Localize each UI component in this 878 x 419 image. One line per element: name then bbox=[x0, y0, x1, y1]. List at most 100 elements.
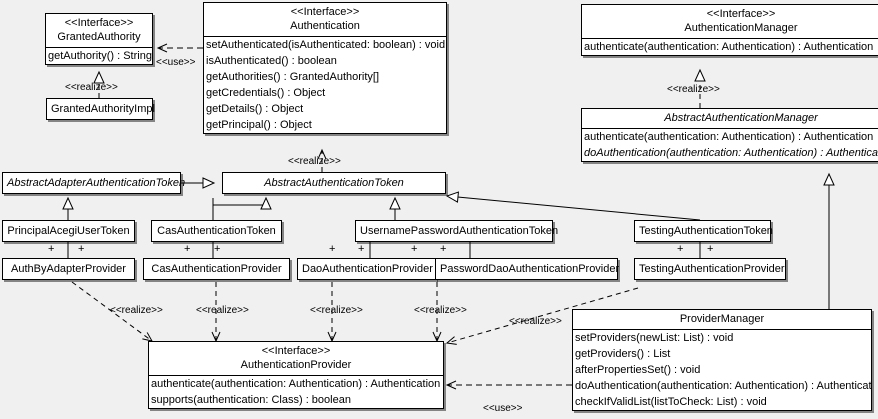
member-list: setAuthenticated(isAuthenticated: boolea… bbox=[204, 36, 446, 133]
member-item: setAuthenticated(isAuthenticated: boolea… bbox=[206, 39, 446, 51]
class-header: ProviderManager bbox=[573, 310, 871, 329]
multiplicity-plus: + bbox=[411, 243, 418, 255]
class-header: <<Interface>> AuthenticationManager bbox=[582, 5, 878, 38]
class-header: <<Interface>> GrantedAuthority bbox=[46, 14, 152, 47]
multiplicity-plus: + bbox=[214, 243, 221, 255]
class-dao-authentication-provider[interactable]: DaoAuthenticationProvider bbox=[297, 258, 436, 280]
member-item: getPrincipal() : Object bbox=[206, 119, 312, 131]
multiplicity-plus: + bbox=[440, 243, 447, 255]
class-header: AuthByAdapterProvider bbox=[3, 259, 134, 279]
class-name: AbstractAuthenticationManager bbox=[664, 112, 818, 124]
edge-label-realize-password-dao-provider: <<realize>> bbox=[414, 305, 467, 316]
class-header: <<Interface>> Authentication bbox=[204, 3, 446, 36]
class-name: TestingAuthenticationProvider bbox=[639, 263, 785, 275]
class-name: AbstractAdapterAuthenticationToken bbox=[7, 177, 186, 189]
class-header: CasAuthenticationProvider bbox=[144, 259, 289, 279]
class-username-password-authentication-token[interactable]: UsernamePasswordAuthenticationToken bbox=[355, 220, 559, 242]
class-abstract-adapter-authentication-token[interactable]: AbstractAdapterAuthenticationToken bbox=[2, 172, 186, 194]
class-header: TestingAuthenticationToken bbox=[635, 221, 773, 241]
member-item: setProviders(newList: List) : void bbox=[575, 332, 734, 344]
class-name: AuthByAdapterProvider bbox=[11, 263, 126, 275]
multiplicity-plus: + bbox=[184, 243, 191, 255]
class-header: UsernamePasswordAuthenticationToken bbox=[356, 221, 559, 241]
edge-label-realize-cas-provider: <<realize>> bbox=[196, 305, 249, 316]
class-testing-authentication-token[interactable]: TestingAuthenticationToken bbox=[634, 220, 773, 242]
multiplicity-plus: + bbox=[358, 243, 365, 255]
stereotype-label: <<Interface>> bbox=[261, 345, 331, 357]
stereotype-label: <<Interface>> bbox=[64, 17, 134, 29]
class-cas-authentication-token[interactable]: CasAuthenticationToken bbox=[151, 220, 282, 242]
class-name: TestingAuthenticationToken bbox=[639, 225, 773, 237]
class-authentication-provider[interactable]: <<Interface>> AuthenticationProvider aut… bbox=[148, 341, 444, 409]
class-granted-authority[interactable]: <<Interface>> GrantedAuthority getAuthor… bbox=[45, 13, 153, 65]
member-list: authenticate(authentication: Authenticat… bbox=[149, 375, 443, 408]
class-header: <<Interface>> AuthenticationProvider bbox=[149, 342, 443, 375]
edge-label-realize-auth-token: <<realize>> bbox=[288, 156, 341, 167]
class-granted-authority-impl[interactable]: GrantedAuthorityImpl bbox=[46, 98, 155, 120]
multiplicity-plus: + bbox=[677, 243, 684, 255]
edge-label-realize-abstract-auth-manager: <<realize>> bbox=[667, 84, 720, 95]
member-list: authenticate(authentication: Authenticat… bbox=[582, 128, 878, 161]
class-name: AuthenticationManager bbox=[684, 22, 798, 34]
edge-label-use-granted-authority: <<use>> bbox=[156, 57, 196, 68]
class-principal-acegi-user-token[interactable]: PrincipalAcegiUserToken bbox=[2, 220, 135, 242]
multiplicity-plus: + bbox=[707, 243, 714, 255]
member-item: doAuthentication(authentication: Authent… bbox=[584, 147, 878, 159]
class-header: PasswordDaoAuthenticationProvider bbox=[436, 259, 620, 279]
stereotype-label: <<Interface>> bbox=[290, 6, 360, 18]
class-header: AbstractAuthenticationManager bbox=[582, 109, 878, 128]
class-header: AbstractAdapterAuthenticationToken bbox=[3, 173, 186, 193]
class-name: AuthenticationProvider bbox=[240, 359, 352, 371]
member-item: doAuthentication(authentication: Authent… bbox=[575, 380, 871, 392]
class-header: TestingAuthenticationProvider bbox=[635, 259, 785, 279]
class-name: ProviderManager bbox=[679, 313, 765, 325]
class-name: CasAuthenticationProvider bbox=[151, 263, 282, 275]
stereotype-label: <<Interface>> bbox=[706, 8, 776, 20]
member-item: getAuthorities() : GrantedAuthority[] bbox=[206, 71, 380, 83]
member-item: authenticate(authentication: Authenticat… bbox=[584, 41, 874, 53]
class-password-dao-authentication-provider[interactable]: PasswordDaoAuthenticationProvider bbox=[435, 258, 620, 280]
member-list: setProviders(newList: List) : void getPr… bbox=[573, 329, 871, 410]
class-header: DaoAuthenticationProvider bbox=[298, 259, 435, 279]
multiplicity-plus: + bbox=[329, 243, 336, 255]
member-item: authenticate(authentication: Authenticat… bbox=[584, 131, 874, 143]
member-item: getAuthority() : String bbox=[48, 50, 152, 62]
member-item: supports(authentication: Class) : boolea… bbox=[151, 394, 351, 406]
member-item: authenticate(authentication: Authenticat… bbox=[151, 378, 441, 390]
member-list: getAuthority() : String bbox=[46, 47, 152, 64]
class-name: GrantedAuthorityImpl bbox=[51, 103, 155, 115]
member-item: checkIfValidList(listToCheck: List) : vo… bbox=[575, 396, 767, 408]
edge-label-realize-dao-provider: <<realize>> bbox=[310, 305, 363, 316]
class-provider-manager[interactable]: ProviderManager setProviders(newList: Li… bbox=[572, 309, 872, 411]
edge-label-use-provider-manager: <<use>> bbox=[483, 403, 523, 414]
class-cas-authentication-provider[interactable]: CasAuthenticationProvider bbox=[143, 258, 290, 280]
class-name: Authentication bbox=[290, 20, 360, 32]
member-list: authenticate(authentication: Authenticat… bbox=[582, 38, 878, 55]
class-name: UsernamePasswordAuthenticationToken bbox=[360, 225, 559, 237]
class-header: GrantedAuthorityImpl bbox=[47, 99, 155, 119]
member-item: isAuthenticated() : boolean bbox=[206, 55, 337, 67]
member-item: getCredentials() : Object bbox=[206, 87, 326, 99]
edge-label-realize-auth-by-adapter: <<realize>> bbox=[110, 305, 163, 316]
class-auth-by-adapter-provider[interactable]: AuthByAdapterProvider bbox=[2, 258, 135, 280]
class-authentication[interactable]: <<Interface>> Authentication setAuthenti… bbox=[203, 2, 447, 134]
class-header: CasAuthenticationToken bbox=[152, 221, 281, 241]
class-name: GrantedAuthority bbox=[57, 31, 141, 43]
class-header: AbstractAuthenticationToken bbox=[223, 173, 445, 193]
class-name: PrincipalAcegiUserToken bbox=[7, 225, 130, 237]
multiplicity-plus: + bbox=[78, 243, 85, 255]
edge-label-realize-testing-provider: <<realize>> bbox=[509, 316, 562, 327]
class-authentication-manager[interactable]: <<Interface>> AuthenticationManager auth… bbox=[581, 4, 878, 56]
edge-label-realize-granted-authority-impl: <<realize>> bbox=[65, 82, 118, 93]
class-abstract-authentication-manager[interactable]: AbstractAuthenticationManager authentica… bbox=[581, 108, 878, 162]
class-header: PrincipalAcegiUserToken bbox=[3, 221, 134, 241]
class-testing-authentication-provider[interactable]: TestingAuthenticationProvider bbox=[634, 258, 786, 280]
class-name: DaoAuthenticationProvider bbox=[302, 263, 433, 275]
multiplicity-plus: + bbox=[48, 243, 55, 255]
class-name: CasAuthenticationToken bbox=[157, 225, 276, 237]
class-name: AbstractAuthenticationToken bbox=[264, 177, 404, 189]
class-abstract-authentication-token[interactable]: AbstractAuthenticationToken bbox=[222, 172, 446, 194]
class-name: PasswordDaoAuthenticationProvider bbox=[440, 263, 620, 275]
member-item: afterPropertiesSet() : void bbox=[575, 364, 701, 376]
